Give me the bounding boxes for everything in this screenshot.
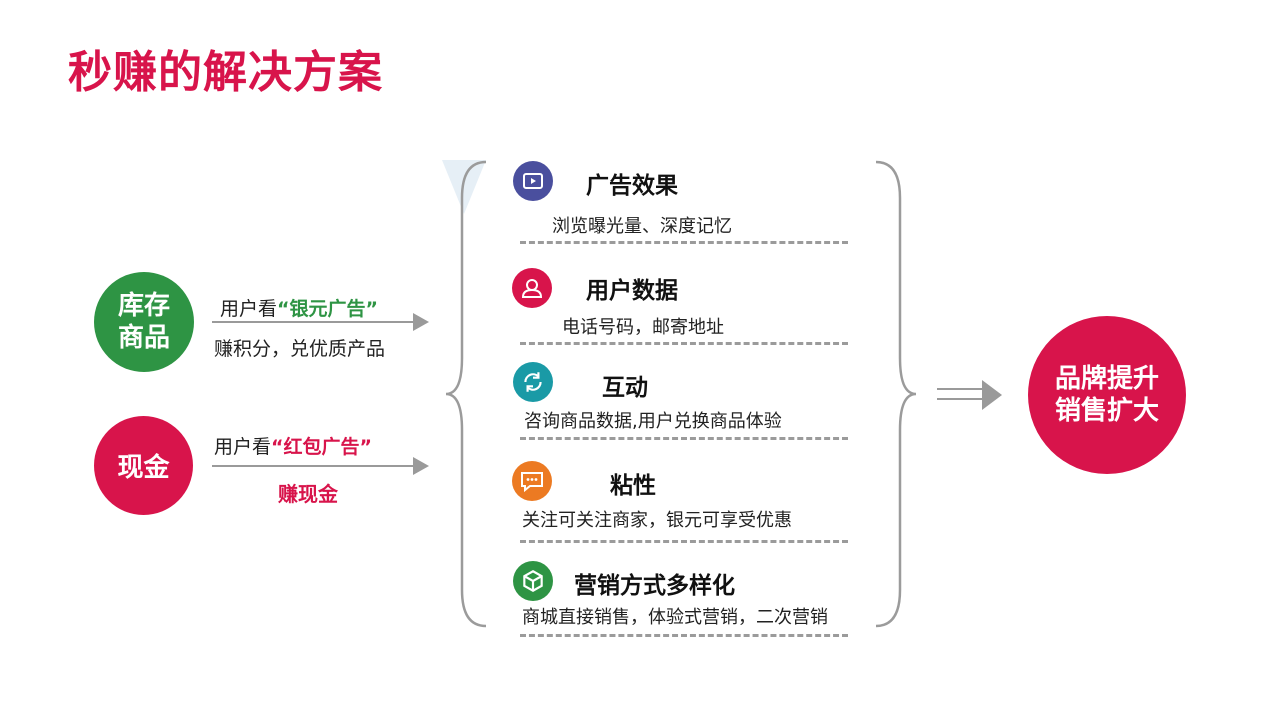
cash-arrow-head-icon [413,457,429,475]
benefit-desc-user-data: 电话号码，邮寄地址 [562,317,724,338]
benefit-icon-user-data [512,268,552,308]
benefit-icon-marketing [513,561,553,601]
benefit-heading-stickiness: 粘性 [610,473,656,499]
benefit-heading-user-data: 用户数据 [586,278,678,304]
result-arrow-line-top [937,388,985,390]
result-line1: 品牌提升 [1054,364,1159,394]
divider [520,342,848,345]
inventory-watch-prefix: 用户看 [220,298,278,320]
benefit-desc-marketing: 商城直接销售，体验式营销，二次营销 [522,607,828,628]
brand-sales-result-circle: 品牌提升 销售扩大 [1028,316,1186,474]
result-line2: 销售扩大 [1054,396,1159,426]
inventory-watch-label: 用户看“银元广告” [220,294,378,321]
inventory-circle-line1: 库存 [117,291,170,321]
play-icon [523,173,543,189]
inventory-arrow-head-icon [413,313,429,331]
silver-ad-label: “银元广告” [277,298,378,320]
left-brace-icon [445,160,487,628]
benefit-desc-ad: 浏览曝光量、深度记忆 [552,216,732,237]
page-title: 秒赚的解决方案 [68,47,383,98]
inventory-reward-text: 赚积分，兑优质产品 [214,338,386,360]
cash-circle-label: 现金 [117,453,170,483]
benefit-icon-interaction [513,362,553,402]
benefit-desc-interaction: 咨询商品数据,用户兑换商品体验 [524,411,782,432]
cash-reward-text: 赚现金 [278,482,338,506]
user-icon [521,279,543,298]
inventory-goods-circle: 库存 商品 [94,272,194,372]
inventory-circle-line2: 商品 [117,323,170,353]
divider [520,634,848,637]
benefit-heading-interaction: 互动 [602,375,648,401]
result-arrow-line-bottom [937,398,985,400]
benefit-heading-ad: 广告效果 [586,173,678,199]
divider [520,437,848,440]
benefit-desc-stickiness: 关注可关注商家，银元可享受优惠 [522,510,792,531]
red-packet-ad-label: “红包广告” [271,436,372,458]
benefit-icon-stickiness [512,461,552,501]
cash-watch-label: 用户看“红包广告” [214,432,372,459]
right-brace-icon [875,160,917,628]
cash-circle: 现金 [94,416,193,515]
chat-icon [521,472,543,493]
divider [520,540,848,543]
inventory-arrow-line [212,321,414,323]
benefit-heading-marketing: 营销方式多样化 [574,573,735,599]
benefit-icon-ad [513,161,553,201]
cash-arrow-line [212,465,414,467]
refresh-icon [524,372,542,392]
decorative-triangle [442,160,486,214]
box-icon [523,570,543,592]
result-arrow-head-icon [982,380,1002,410]
cash-watch-prefix: 用户看 [214,436,272,458]
divider [520,241,848,244]
